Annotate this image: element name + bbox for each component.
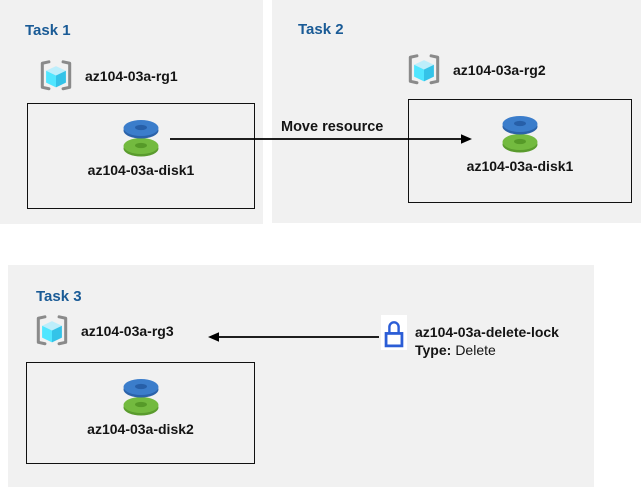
task3-title: Task 3 — [36, 288, 82, 306]
lock-type-label: Type: — [415, 342, 452, 358]
resource-group-icon — [37, 59, 75, 93]
lock-icon — [382, 316, 406, 349]
task1-rg-name: az104-03a-rg1 — [85, 68, 178, 84]
delete-lock — [381, 315, 407, 350]
task3-rg-name: az104-03a-rg3 — [81, 323, 174, 339]
task2-resource-box: az104-03a-disk1 — [408, 99, 632, 203]
task3-panel: Task 3 az104-03a-rg3 az104-03a-disk2 az1… — [8, 265, 594, 487]
task2-panel: Task 2 az104-03a-rg2 az104-03a-disk1 — [272, 0, 641, 223]
task2-resource-group: az104-03a-rg2 — [405, 53, 546, 87]
task1-disk-name: az104-03a-disk1 — [87, 162, 195, 178]
move-resource-label: Move resource — [281, 119, 384, 135]
resource-group-icon — [405, 53, 443, 87]
delete-lock-caption: az104-03a-delete-lock Type:Delete — [415, 323, 559, 359]
task1-panel: Task 1 az104-03a-rg1 az104-03a-disk1 — [0, 0, 263, 224]
task1-resource-group: az104-03a-rg1 — [37, 59, 178, 93]
task3-disk-name: az104-03a-disk2 — [87, 421, 194, 437]
task2-title: Task 2 — [298, 21, 344, 39]
task2-rg-name: az104-03a-rg2 — [453, 62, 546, 78]
lock-name: az104-03a-delete-lock — [415, 324, 559, 340]
resource-group-icon — [33, 314, 71, 348]
lock-type-value: Delete — [455, 342, 496, 358]
disk-icon — [121, 117, 161, 159]
disk-icon — [500, 113, 540, 155]
task2-disk-name: az104-03a-disk1 — [466, 158, 574, 174]
lock-type-line: Type:Delete — [415, 341, 559, 359]
disk-icon — [121, 376, 161, 418]
task3-resource-box: az104-03a-disk2 — [26, 362, 255, 464]
task1-resource-box: az104-03a-disk1 — [27, 103, 255, 209]
task3-resource-group: az104-03a-rg3 — [33, 314, 174, 348]
task1-title: Task 1 — [25, 22, 71, 40]
